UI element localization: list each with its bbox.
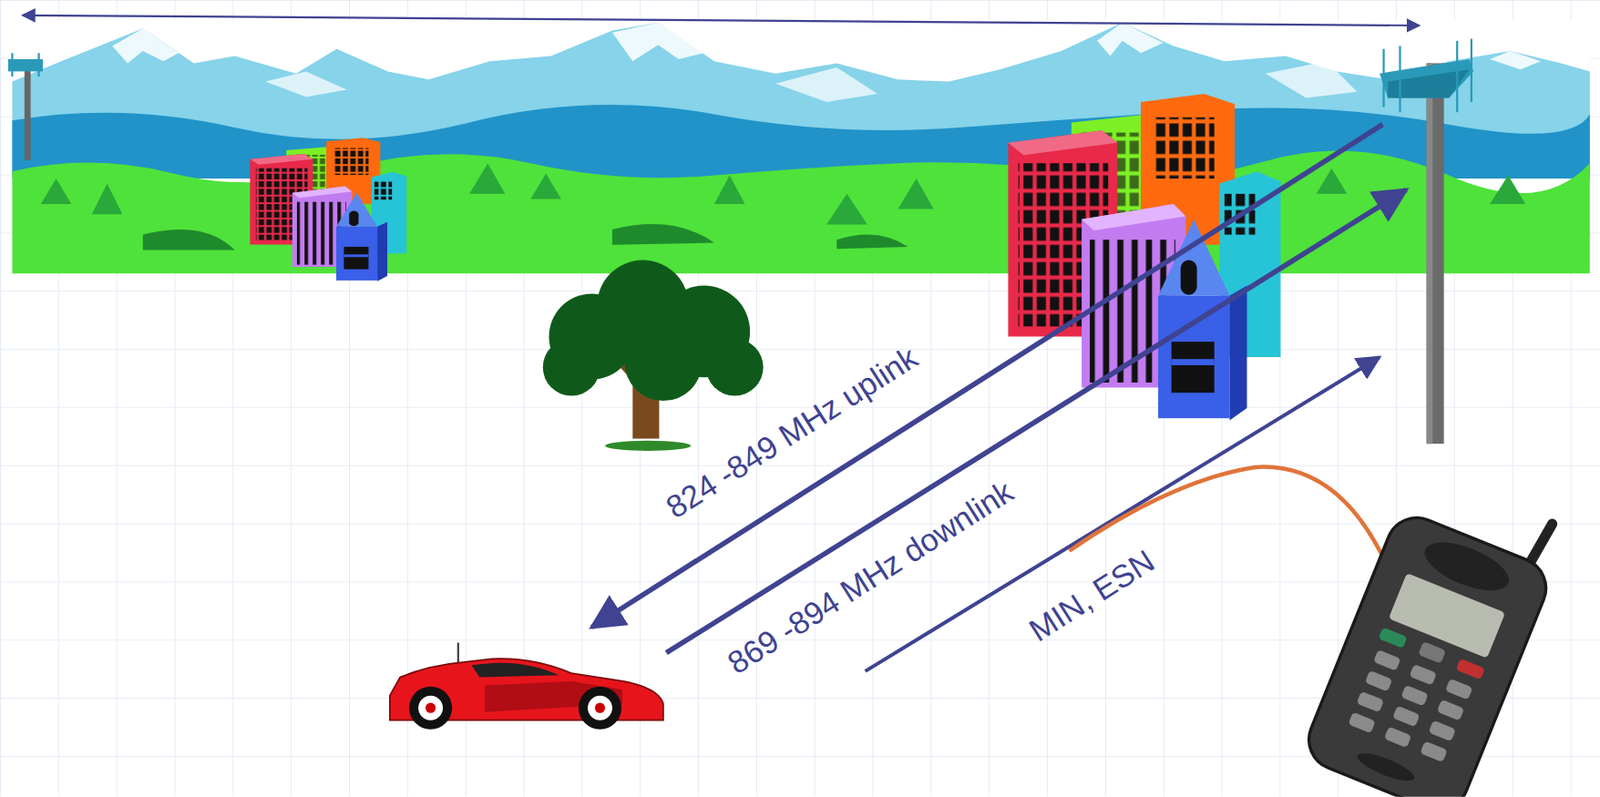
car-part (457, 643, 460, 664)
cell-phone-part (1364, 670, 1393, 693)
car-part (594, 703, 606, 714)
car-part (425, 703, 436, 714)
cell-phone-part (1353, 748, 1417, 787)
cell-phone-part (1384, 726, 1412, 749)
cell-phone-part (1373, 649, 1401, 672)
landscape (11, 20, 1590, 274)
landscape-part (1489, 51, 1541, 70)
tree-part (543, 338, 601, 397)
cell-tower-part (1379, 59, 1474, 99)
cell-tower-part (1382, 49, 1385, 108)
tree-part (624, 323, 702, 401)
cell-phone-part (1445, 678, 1473, 701)
cell-tower (1379, 39, 1474, 445)
cell-phone-part (1356, 691, 1385, 714)
cell-tower-part (1426, 62, 1445, 444)
car-part (471, 663, 559, 678)
landscape-part (11, 20, 1590, 274)
cell-phone-part (1419, 740, 1447, 763)
small-city (249, 137, 407, 282)
landscape-part (112, 28, 179, 63)
cell-phone (1299, 469, 1571, 797)
car-part (587, 696, 613, 721)
city-buildings-part (1007, 93, 1281, 421)
cell-phone-part (1409, 664, 1437, 687)
tree-part (605, 441, 691, 452)
landscape-part (775, 67, 878, 103)
small-tower-part (24, 61, 31, 161)
cell-phone-part (1388, 573, 1506, 658)
signal-arrows (592, 124, 1407, 672)
cell-phone-part (1378, 627, 1408, 649)
landscape-part (265, 71, 348, 97)
distance-arrow-part (22, 15, 1420, 26)
cell-tower-part (1456, 41, 1458, 113)
small-tower (8, 52, 43, 161)
small-city-part (249, 137, 407, 282)
cell-phone-part (1417, 641, 1447, 665)
cell-tower-part (1470, 39, 1473, 103)
distance-arrow (22, 15, 1420, 26)
signal-arrows-part (592, 124, 1384, 628)
cell-phone-part (1436, 699, 1465, 722)
car-part (409, 687, 452, 730)
small-tower-part (37, 52, 40, 77)
cell-tower-part (1398, 45, 1401, 113)
tree-part (706, 338, 764, 397)
car-part (418, 696, 443, 721)
city-buildings (1007, 93, 1281, 421)
landscape-part (612, 22, 705, 62)
landscape-part (1097, 22, 1164, 57)
signal-arrows-part (666, 189, 1406, 653)
small-tower-part (8, 59, 43, 72)
cell-phone-part (1400, 685, 1428, 708)
cell-phone-part (1299, 508, 1555, 797)
car (389, 643, 664, 730)
cell-phone-part (1347, 712, 1375, 735)
cell-tower-part (1426, 62, 1434, 444)
car-part (578, 687, 622, 730)
cell-phone-part (1428, 720, 1457, 743)
small-tower-part (10, 52, 13, 77)
tree (543, 260, 764, 452)
landscape-part (1265, 61, 1358, 98)
cell-phone-part (1456, 658, 1486, 680)
landscape-part (11, 150, 1590, 274)
cell-phone-part (1392, 706, 1420, 729)
